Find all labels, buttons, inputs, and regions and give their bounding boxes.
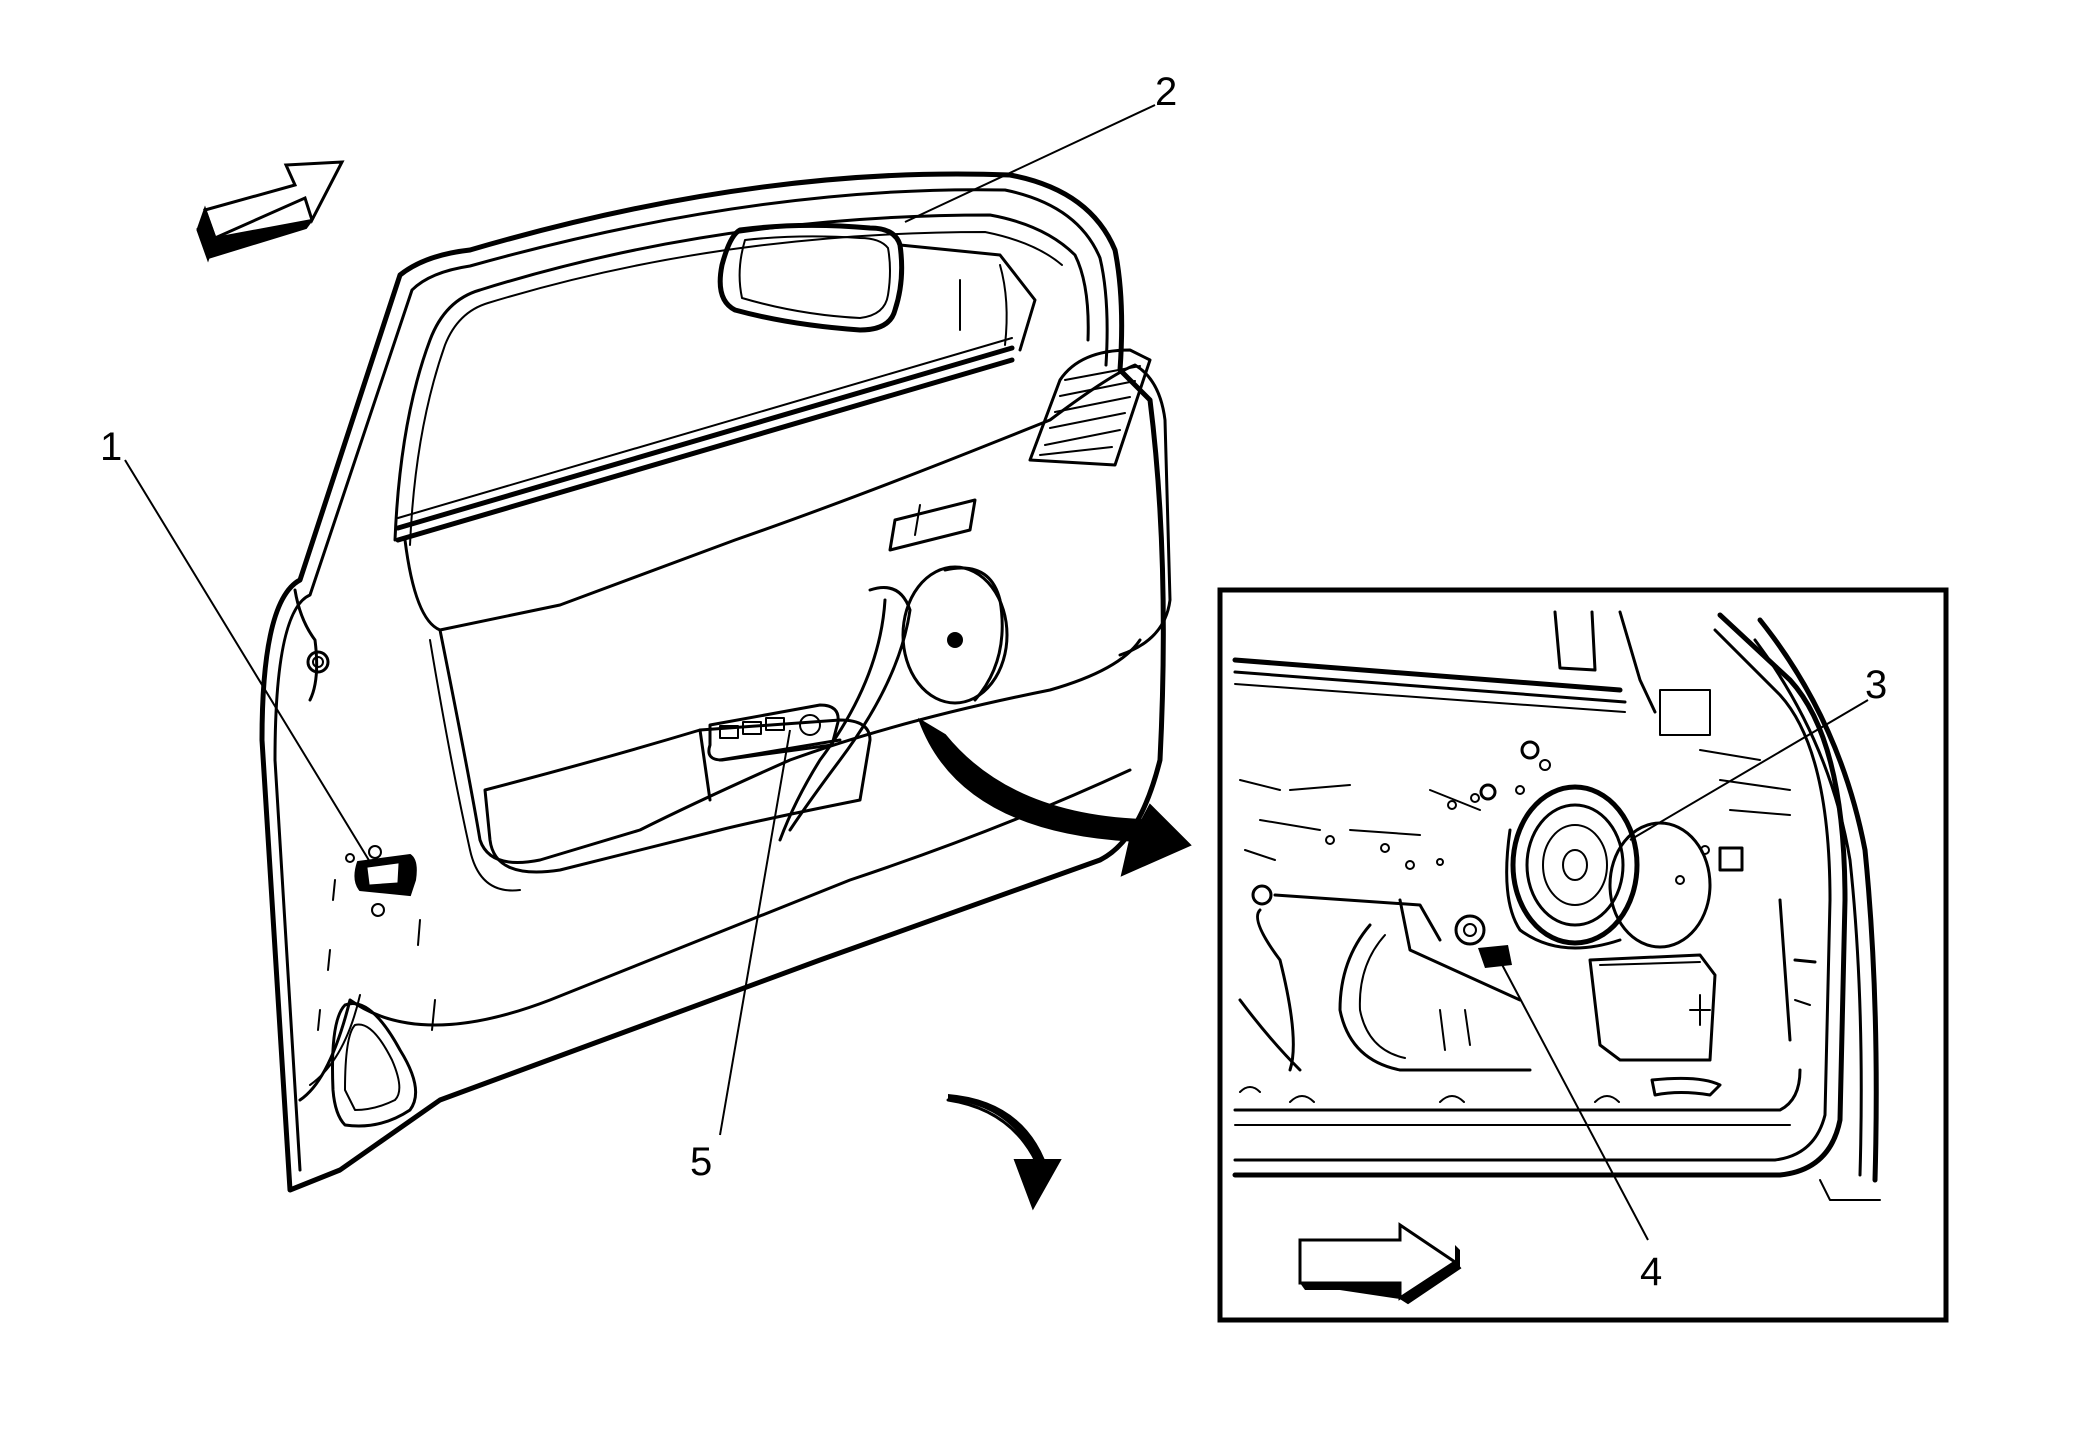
view-direction-arrow-icon	[196, 160, 345, 263]
detail-inset	[1217, 587, 1949, 1323]
callout-3: 3	[1865, 663, 1887, 707]
callout-4: 4	[1640, 1250, 1662, 1294]
open-direction-arrow-icon	[946, 1094, 1062, 1211]
detail-zoom-arrow-icon	[918, 717, 1192, 877]
door-assembly	[259, 171, 1172, 1193]
window-motor	[1454, 914, 1512, 968]
inset-direction-arrow-icon	[1298, 1222, 1462, 1305]
callout-2: 2	[1155, 70, 1177, 114]
callout-1: 1	[100, 425, 122, 469]
callout-5: 5	[690, 1140, 712, 1184]
vent-grille	[1028, 348, 1152, 467]
speaker-grille	[901, 565, 1009, 705]
window-switch-bank	[707, 703, 840, 762]
leader-lines	[124, 104, 1869, 1241]
door-lock-striker	[345, 845, 417, 917]
